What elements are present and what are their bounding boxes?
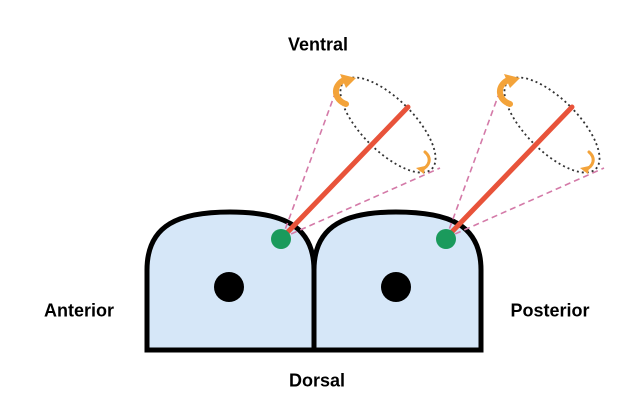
right-cell-group — [311, 74, 605, 353]
right-cilium — [443, 104, 575, 241]
small-arrow-icon — [580, 150, 595, 174]
left-cone-line-b — [281, 167, 441, 239]
right-cone-line-a — [445, 79, 505, 239]
dorsal-label: Dorsal — [288, 370, 346, 391]
right-basal-body — [436, 229, 456, 249]
small-arrow-icon — [416, 150, 431, 174]
left-cilium — [279, 104, 411, 241]
right-cone-line-b — [445, 167, 605, 239]
rotation-arrow-icon — [497, 74, 520, 107]
left-cell-nucleus — [214, 272, 244, 302]
anterior-label: Anterior — [43, 300, 115, 321]
left-basal-body — [271, 229, 291, 249]
posterior-label: Posterior — [510, 300, 590, 321]
ventral-label: Ventral — [287, 34, 349, 55]
left-cell-group — [144, 74, 441, 353]
left-cone-line-a — [281, 79, 341, 239]
rotation-arrow-icon — [333, 74, 356, 107]
right-cell-nucleus — [381, 272, 411, 302]
